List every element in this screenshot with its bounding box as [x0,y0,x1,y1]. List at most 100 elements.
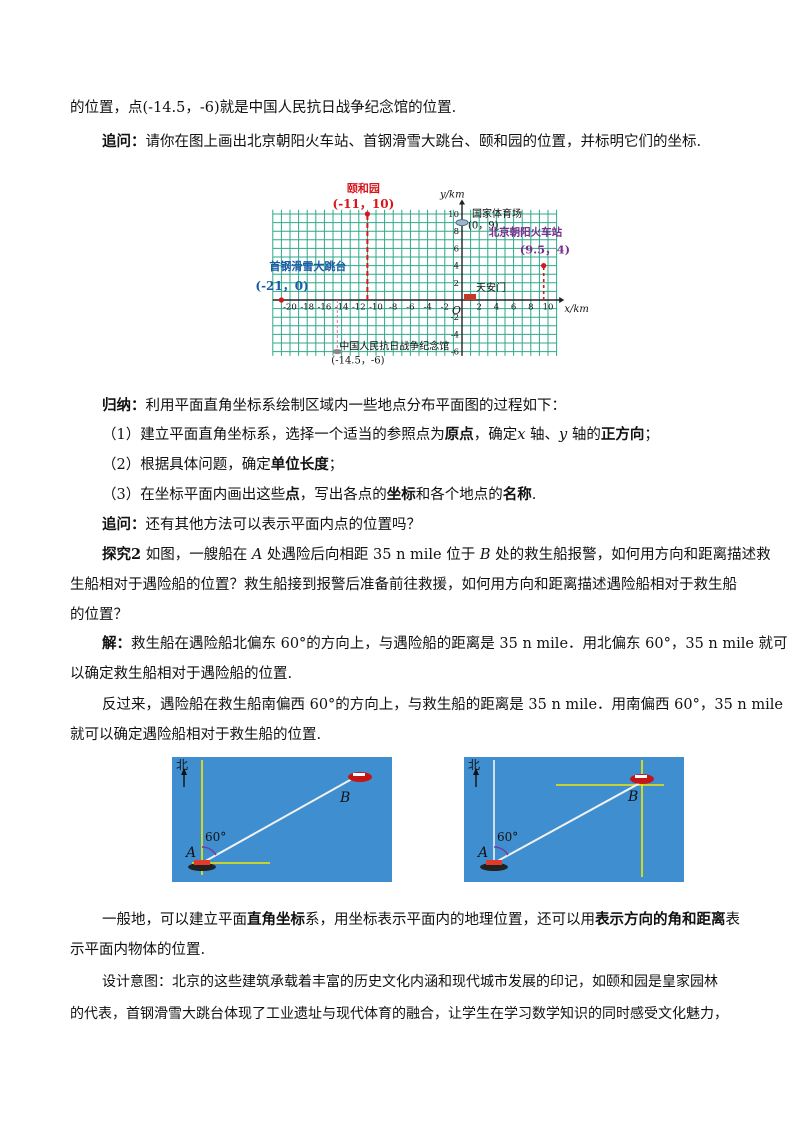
summary-label: 归纳： [102,397,146,414]
origin-label: O [452,304,461,317]
x-tick-label: -8 [389,303,397,313]
bearing-diagram-b-to-a: 北 60° A B [464,757,684,882]
summary-step-3: （3）在坐标平面内画出这些点，写出各点的坐标和各个地点的名称. [102,485,536,505]
text: （3）在坐标平面内画出这些 [102,487,286,503]
point-b-label: B [627,789,638,805]
text: . [531,487,537,503]
italic-text: x [517,427,526,443]
tiananmen-icon [464,294,476,300]
y-tick-label: -4 [451,330,459,340]
text: 表 [725,912,741,928]
axes [272,199,565,356]
summary-intro: 归纳：利用平面直角坐标系绘制区域内一些地点分布平面图的过程如下： [102,396,566,416]
text: 处的救生船报警，如何用方向和距离描述救 [490,547,771,563]
markers [278,211,547,355]
bold-text: 正方向 [600,426,645,443]
summary-step-1: （1）建立平面直角坐标系，选择一个适当的参照点为原点，确定x 轴、y 轴的正方向… [102,425,659,445]
x-tick-label: -4 [423,303,431,313]
text: ； [644,427,659,443]
point-a: A [251,547,263,563]
solution-line-1: 解：救生船在遇险船北偏东 60°的方向上，与遇险船的距离是 35 n mile．… [102,634,788,654]
text: 处遇险后向相距 35 n mile 位于 [262,547,480,563]
bold-text: 名称 [502,486,532,503]
yiheyuan-name: 颐和园 [347,181,380,195]
bold-text: 点 [285,486,300,503]
question-text: 请你在图上画出北京朝阳火车站、首钢滑雪大跳台、颐和园的位置，并标明它们的坐标. [145,134,702,150]
x-tick-label: 2 [476,303,481,313]
north-label: 北 [176,758,188,772]
text: 救生船在遇险船北偏东 60°的方向上，与遇险船的距离是 35 n mile．用北… [131,636,788,652]
y-axis-arrow-icon [459,199,465,205]
general-line-1: 一般地，可以建立平面直角坐标系，用坐标表示平面内的地理位置，还可以用表示方向的角… [102,910,740,930]
bold-text: 单位长度 [270,456,329,473]
bold-text: 坐标 [386,486,416,503]
bold-text: 表示方向的角和距离 [595,911,726,928]
x-axis-arrow-icon [559,297,565,303]
text: 一般地，可以建立平面 [102,912,247,928]
general-line-2: 示平面内物体的位置. [70,942,206,958]
chaoyang-name: 北京朝阳火车站 [489,226,563,239]
design-line-1: 设计意图：北京的这些建筑承载着丰富的历史文化内涵和现代城市发展的印记，如颐和园是… [102,974,718,990]
explore-line-3: 的位置？ [70,607,128,623]
yiheyuan-point [364,211,370,217]
italic-text: y [559,427,568,443]
angle-arc [201,846,217,856]
bold-text: 直角坐标 [247,911,305,928]
yiheyuan-coord: (-11，10) [333,197,395,211]
solution-label: 解： [102,635,131,652]
ship-a-icon [188,860,216,871]
x-tick-label: -16 [318,303,332,313]
text: 和各个地点的 [415,487,503,503]
text: 如图，一艘船在 [141,547,252,563]
text: 轴、 [525,427,560,443]
y-tick-label: 2 [454,279,459,289]
point-a-label: A [476,845,488,861]
stadium-icon [455,219,469,227]
explore-line-1: 探究2 如图，一艘船在 A 处遇险后向相距 35 n mile 位于 B 处的救… [102,545,771,565]
solution-line-3: 反过来，遇险船在救生船南偏西 60°的方向上，与救生船的距离是 35 n mil… [102,697,783,713]
x-axis-label: x/km [564,304,589,315]
line-ba [493,782,641,864]
question-label: 追问： [102,133,146,150]
x-tick-label: -18 [300,303,314,313]
y-tick-label: 6 [454,244,459,254]
point-b-label: B [339,790,350,806]
x-tick-label: 8 [528,303,533,313]
text: 利用平面直角坐标系绘制区域内一些地点分布平面图的过程如下： [145,398,567,414]
x-tick-label: -20 [283,303,297,313]
text: （2）根据具体问题，确定 [102,457,271,473]
north-arrowhead-icon [473,768,479,775]
text: -14.5，-6)就是中国人民抗日战争纪念馆的位置. [148,100,457,116]
question-label: 追问： [102,516,146,533]
text: ，写出各点的 [299,487,387,503]
paragraph-1: 的位置，点(-14.5，-6)就是中国人民抗日战争纪念馆的位置. [70,98,456,118]
solution-line-2: 以确定救生船相对于遇险船的位置. [70,666,293,682]
summary-step-2: （2）根据具体问题，确定单位长度； [102,455,343,475]
museum-name: 中国人民抗日战争纪念馆 [339,340,449,353]
question-2: 追问：还有其他方法可以表示平面内点的位置吗？ [102,515,421,535]
text: 轴的 [567,427,601,443]
y-tick-label: 10 [448,210,459,220]
north-label: 北 [468,758,480,772]
shougang-name: 首钢滑雪大跳台 [269,259,346,273]
y-tick-label: 4 [454,262,459,272]
text: ； [328,457,344,473]
design-line-2: 的代表，首钢滑雪大跳台体现了工业遗址与现代体育的融合，让学生在学习数学知识的同时… [70,1006,728,1022]
point-b: B [479,547,491,563]
north-arrowhead-icon [181,768,187,775]
y-tick-label: -6 [451,348,459,358]
y-axis-label: y/km [439,190,465,201]
tiananmen-name: 天安门 [476,281,506,294]
x-tick-label: -12 [352,303,366,313]
explore-label: 探究2 [102,546,142,563]
stadium-coord: (0，9) [468,221,499,232]
question-text: 还有其他方法可以表示平面内点的位置吗？ [145,517,422,533]
text: 系，用坐标表示平面内的地理位置，还可以用 [305,912,595,928]
point-a-label: A [184,845,196,861]
chaoyang-point [541,263,547,269]
shougang-point [278,297,284,303]
line-ab [201,774,360,864]
stadium-name: 国家体育场 [472,207,522,220]
x-tick-label: -14 [335,303,349,313]
